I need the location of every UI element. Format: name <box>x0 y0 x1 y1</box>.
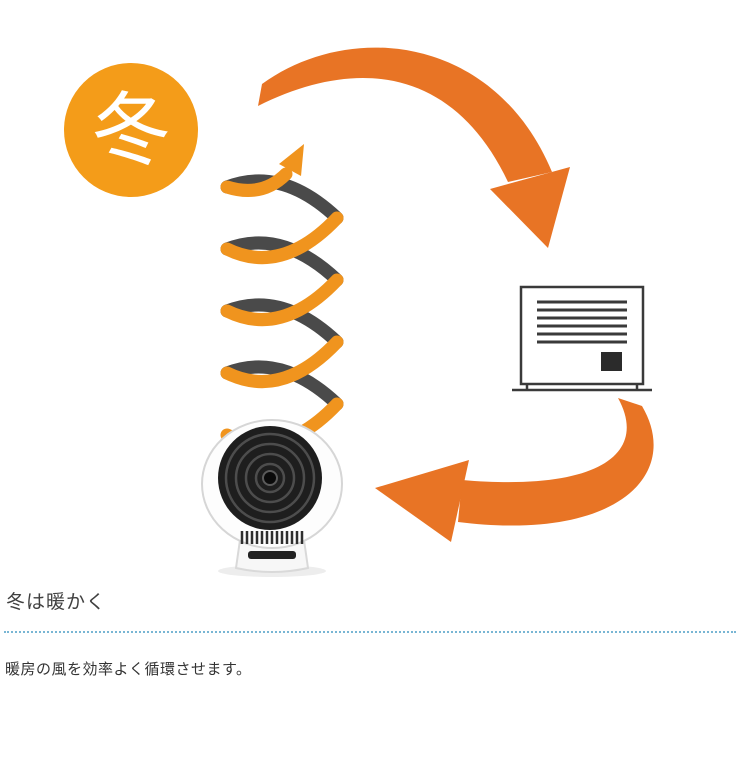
winter-air-circulation-illustration: 冬 <box>64 47 654 577</box>
curved-arrow-top-icon <box>258 47 570 248</box>
winter-badge-label: 冬 <box>91 84 171 177</box>
fan-vent-slits <box>240 531 304 544</box>
curved-arrow-bottom-icon <box>375 398 654 542</box>
dotted-divider <box>4 631 736 633</box>
circulator-fan-image <box>201 419 343 577</box>
spiral-up-arrowhead <box>279 144 304 176</box>
spiral-airflow-icon <box>220 144 344 451</box>
winter-badge-circle <box>64 63 198 197</box>
fan-base-slot <box>248 551 296 559</box>
heater-control-panel <box>601 352 622 371</box>
section-description: 暖房の風を効率よく循環させます。 <box>5 660 252 678</box>
heater-icon <box>512 285 652 392</box>
winter-badge: 冬 <box>64 63 198 197</box>
heater-base <box>512 384 652 392</box>
fan-front-grille <box>218 426 322 530</box>
illustration-canvas: 冬 <box>64 47 654 577</box>
heater-vent-lines <box>537 300 627 344</box>
section-heading: 冬は暖かく <box>6 591 107 613</box>
